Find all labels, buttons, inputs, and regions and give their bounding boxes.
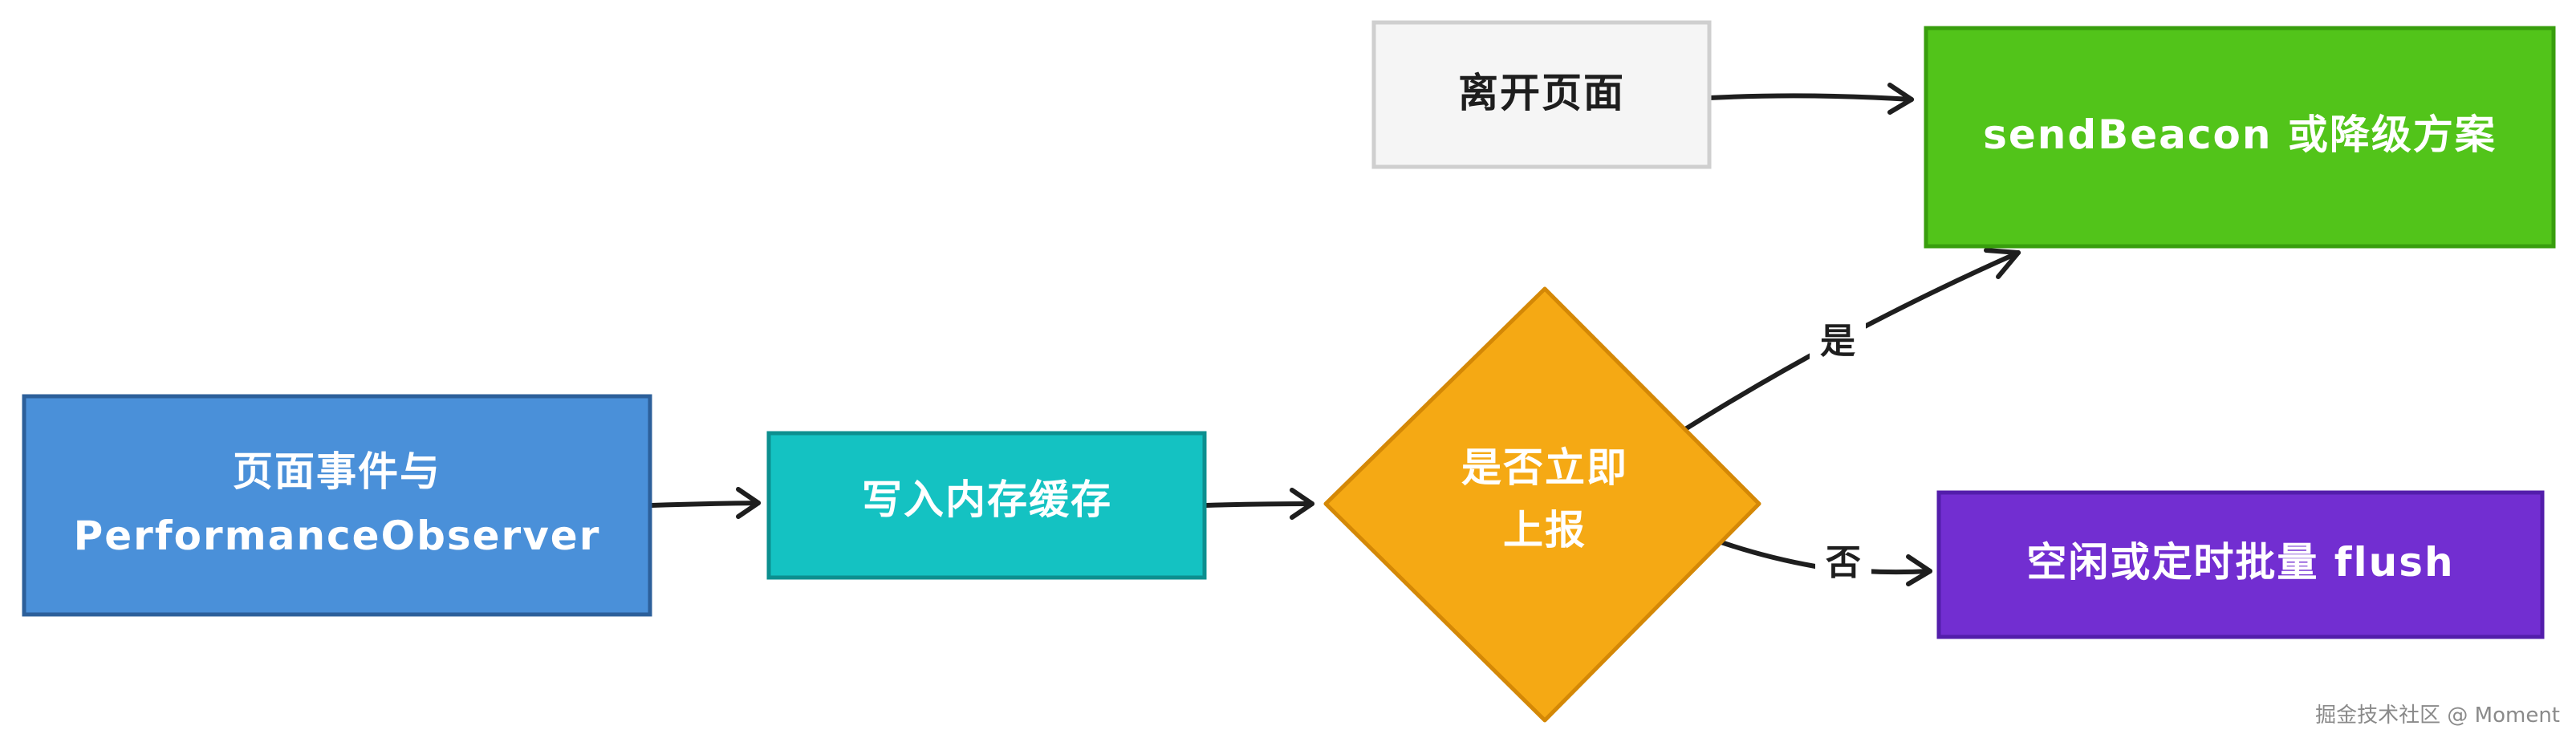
- watermark-text: 掘金技术社区 @ Moment: [2315, 703, 2560, 728]
- node-page-events-line1: 页面事件与: [233, 448, 441, 495]
- node-page-events: 页面事件与 PerformanceObserver: [22, 394, 652, 617]
- svg-text:是: 是: [1820, 321, 1855, 362]
- node-decision: 是否立即 上报: [1323, 286, 1761, 723]
- node-memory-cache: 写入内存缓存: [766, 431, 1207, 580]
- edge-label-no: 否: [1815, 536, 1871, 586]
- svg-text:否: 否: [1826, 542, 1861, 583]
- edge-label-yes: 是: [1810, 314, 1866, 364]
- node-batch-flush-label: 空闲或定时批量 flush: [2026, 539, 2454, 586]
- node-memory-cache-label: 写入内存缓存: [862, 476, 1112, 523]
- node-send-beacon-label: sendBeacon 或降级方案: [1983, 111, 2497, 158]
- node-send-beacon: sendBeacon 或降级方案: [1924, 26, 2556, 249]
- node-batch-flush: 空闲或定时批量 flush: [1936, 490, 2545, 639]
- edge-leave-to-beacon: [1707, 83, 1914, 115]
- node-page-events-line2: PerformanceObserver: [74, 513, 601, 559]
- edge-cache-to-decision: [1204, 488, 1314, 520]
- node-leave-page-label: 离开页面: [1458, 70, 1625, 116]
- node-leave-page: 离开页面: [1371, 20, 1712, 169]
- edge-events-to-cache: [649, 487, 761, 519]
- node-decision-line1: 是否立即: [1461, 444, 1628, 491]
- node-decision-line2: 上报: [1503, 507, 1587, 553]
